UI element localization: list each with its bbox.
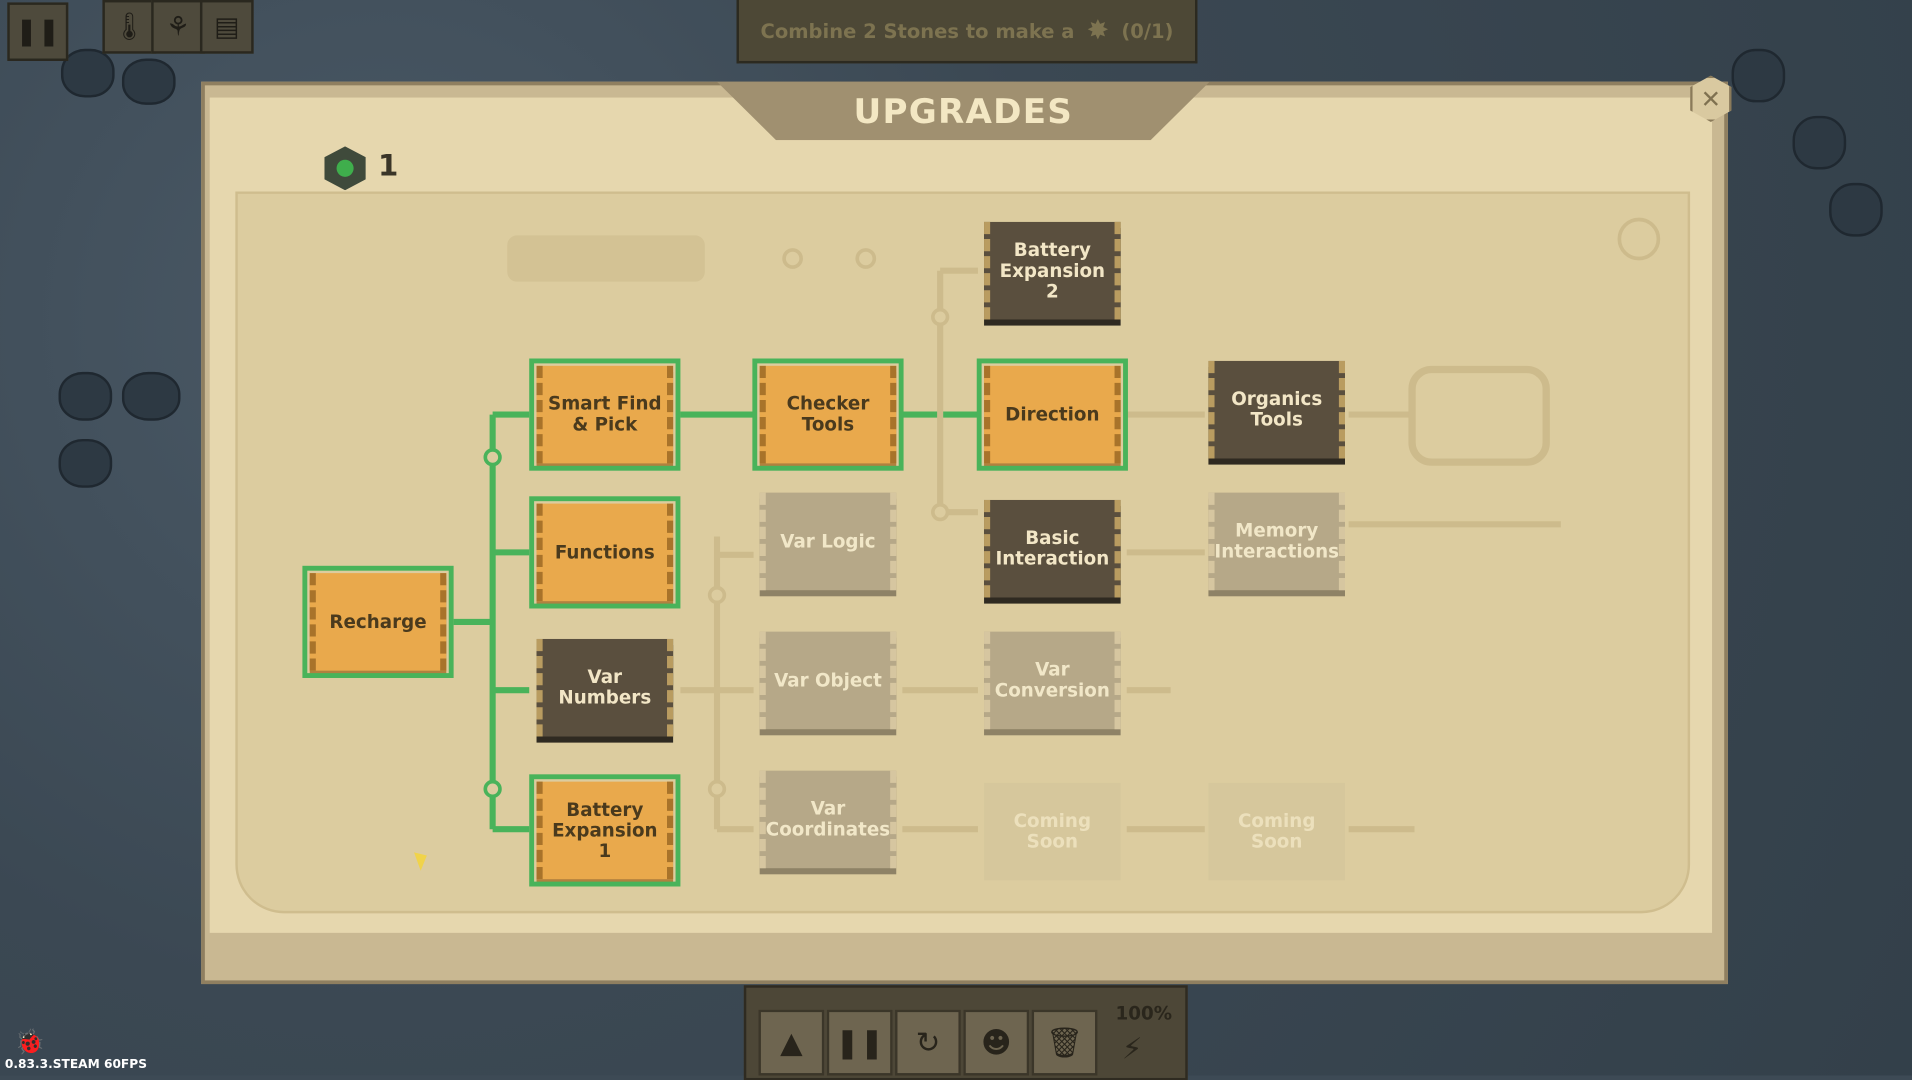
quest-banner: Combine 2 Stones to make a ✸ (0/1) xyxy=(736,0,1198,64)
node-label: Var Conversion xyxy=(994,658,1110,702)
node-label: Checker Tools xyxy=(786,392,870,436)
upgrade-node-var-logic[interactable]: Var Logic xyxy=(759,492,897,591)
upgrade-node-organics-tools[interactable]: Organics Tools xyxy=(1208,360,1345,459)
bot-toolbar: ▲ ❚❚ ↻ ☻ 🗑 100% ⚡ xyxy=(743,985,1188,1080)
node-label: Smart Find & Pick xyxy=(548,392,662,436)
upgrade-node-var-conversion[interactable]: Var Conversion xyxy=(984,631,1121,730)
node-label: Direction xyxy=(1005,403,1100,425)
thermometer-icon: 🌡 xyxy=(112,11,147,43)
rock xyxy=(60,48,115,98)
node-label: Coming Soon xyxy=(1013,809,1092,853)
swap-bot-button[interactable]: ☻ xyxy=(963,1009,1030,1076)
quest-progress: (0/1) xyxy=(1121,18,1174,43)
book-icon: ▤ xyxy=(214,11,240,43)
temperature-button[interactable]: 🌡 xyxy=(102,0,157,54)
node-label: Organics Tools xyxy=(1231,387,1323,431)
bug-report-icon[interactable]: 🐞 xyxy=(14,1026,46,1057)
quest-text: Combine 2 Stones to make a xyxy=(760,18,1075,43)
upgrade-node-recharge[interactable]: Recharge xyxy=(302,565,454,678)
panel-title: UPGRADES xyxy=(717,81,1210,141)
upgrade-node-checker-tools[interactable]: Checker Tools xyxy=(752,358,904,471)
pause-bot-button[interactable]: ❚❚ xyxy=(826,1009,893,1076)
battery-level: 100% xyxy=(1115,1002,1173,1025)
restart-button[interactable]: ↻ xyxy=(895,1009,961,1076)
upgrade-node-smart-find-pick[interactable]: Smart Find & Pick xyxy=(529,358,681,471)
node-label: Recharge xyxy=(329,610,427,633)
rock xyxy=(1792,115,1847,170)
trash-icon: 🗑 xyxy=(1045,1025,1084,1060)
node-label: Var Numbers xyxy=(558,665,652,709)
upgrade-node-var-object[interactable]: Var Object xyxy=(759,631,897,730)
tech-board xyxy=(235,191,1691,914)
node-label: Battery Expansion 1 xyxy=(552,798,658,862)
upgrade-node-battery-expansion-1[interactable]: Battery Expansion 1 xyxy=(529,774,681,887)
move-button[interactable]: ▲ xyxy=(758,1009,825,1076)
plant-icon: ⚘ xyxy=(165,11,191,43)
upgrade-node-basic-interaction[interactable]: Basic Interaction xyxy=(984,499,1121,598)
node-label: Functions xyxy=(554,540,655,563)
node-label: Var Coordinates xyxy=(765,797,891,841)
plant-button[interactable]: ⚘ xyxy=(151,0,205,54)
node-label: Battery Expansion 2 xyxy=(999,238,1106,302)
restart-icon: ↻ xyxy=(915,1025,941,1060)
upgrade-node-coming-soon: Coming Soon xyxy=(984,782,1121,881)
upgrade-node-direction[interactable]: Direction xyxy=(976,358,1128,471)
rock xyxy=(121,371,181,421)
rock xyxy=(58,438,113,488)
node-label: Var Object xyxy=(774,668,882,691)
upgrade-node-coming-soon: Coming Soon xyxy=(1208,782,1345,881)
node-label: Var Logic xyxy=(780,529,876,552)
upgrade-node-var-numbers[interactable]: Var Numbers xyxy=(536,638,674,737)
pause-game-button[interactable]: ❚❚ xyxy=(7,2,69,61)
pause-icon: ❚❚ xyxy=(835,1025,885,1060)
rock xyxy=(58,371,113,421)
rock xyxy=(121,58,176,105)
rock xyxy=(1829,182,1883,237)
robots-icon: ☻ xyxy=(980,1025,1012,1060)
pause-icon: ❚❚ xyxy=(15,16,61,47)
book-button[interactable]: ▤ xyxy=(199,0,254,54)
node-label: Coming Soon xyxy=(1237,809,1316,853)
upgrade-node-var-coordinates[interactable]: Var Coordinates xyxy=(759,770,897,869)
close-icon: ✕ xyxy=(1700,84,1722,114)
upgrade-node-battery-expansion-2[interactable]: Battery Expansion 2 xyxy=(984,221,1121,320)
upgrade-node-functions[interactable]: Functions xyxy=(529,496,681,609)
arrow-up-icon: ▲ xyxy=(780,1025,803,1060)
version-text: 0.83.3.STEAM 60FPS xyxy=(4,1058,147,1072)
upgrade-point-count: 1 xyxy=(378,148,399,183)
node-label: Basic Interaction xyxy=(995,526,1110,570)
upgrade-node-memory-interactions[interactable]: Memory Interactions xyxy=(1208,492,1345,591)
battery-icon: ⚡ xyxy=(1121,1031,1143,1066)
rock xyxy=(1731,48,1786,103)
delete-button[interactable]: 🗑 xyxy=(1031,1009,1098,1076)
stone-item-icon: ✸ xyxy=(1086,15,1110,46)
node-label: Memory Interactions xyxy=(1214,519,1340,563)
